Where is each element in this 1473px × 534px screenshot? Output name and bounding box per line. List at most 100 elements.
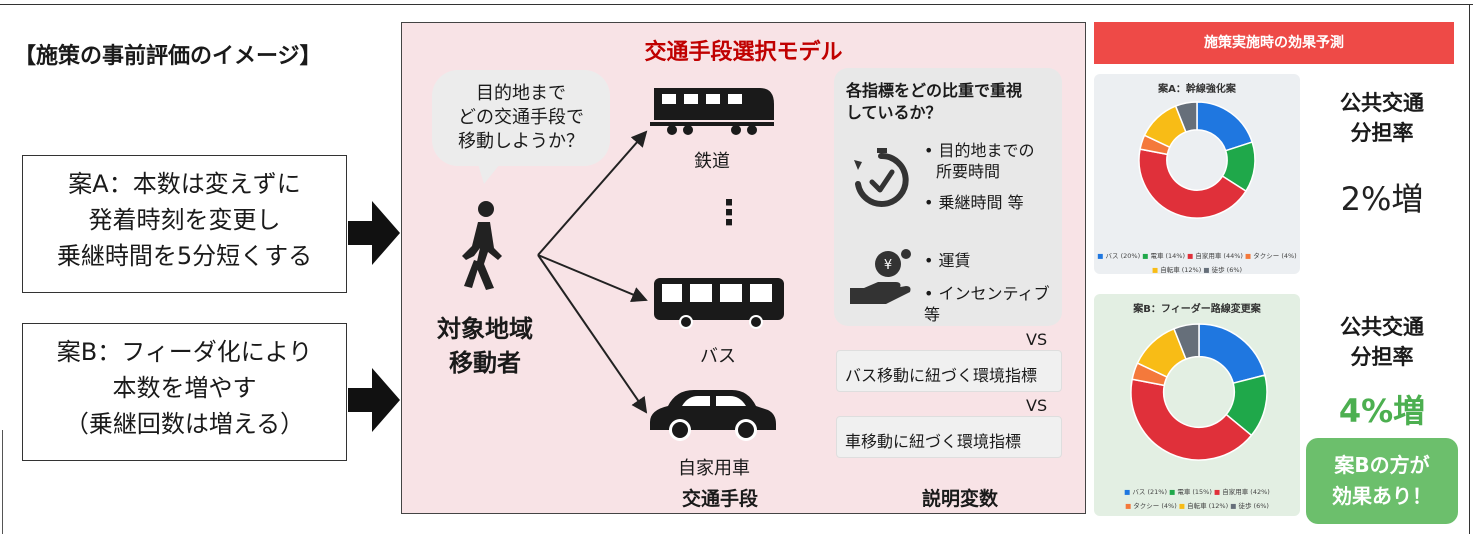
plan-a-share-line-2: 分担率	[1350, 121, 1414, 145]
frame-top-border	[0, 4, 1473, 5]
plan-b-line-2: 本数を増やす	[112, 374, 257, 402]
car-icon	[650, 390, 776, 441]
page-title: 【施策の事前評価のイメージ】	[14, 44, 322, 69]
plan-a-increase: 2%増	[1340, 180, 1424, 218]
plan-b-box: 案B：フィーダ化により 本数を増やす （乗継回数は増える）	[22, 323, 347, 461]
legend-a-1: ■ 電車 (14%)	[1142, 252, 1186, 260]
weights-heading-line-1: 各指標をどの比重で重視	[846, 81, 1023, 100]
legend-b-3-text: タクシー (4%)	[1133, 502, 1177, 510]
question-line-2: どの交通手段で	[458, 107, 584, 128]
plan-a-chart-card: 案A：幹線強化案 ■ バス (20%) ■ 電車 (14%) ■ 自家用車 (4…	[1094, 74, 1300, 274]
plan-b-line-1: 案B：フィーダ化により	[56, 338, 313, 366]
plan-a-line-2: 発着時刻を変更し	[88, 206, 281, 234]
vs-label-2: VS	[1026, 396, 1048, 415]
plan-b-arrow-icon	[348, 368, 400, 432]
plan-b-share-line-2: 分担率	[1350, 345, 1414, 369]
verdict-line-2: 効果あり！	[1332, 484, 1432, 508]
plan-b-donut-chart	[1130, 323, 1268, 461]
legend-a-1-text: 電車 (14%)	[1150, 252, 1186, 260]
time-item-1-text: 目的地までの	[938, 141, 1035, 160]
svg-text:¥: ¥	[884, 258, 892, 273]
model-title: 交通手段選択モデル	[644, 40, 843, 65]
cost-items: • 運賃 • インセンティブ 等	[924, 250, 1054, 325]
question-line-3: 移動しようか？	[458, 131, 584, 152]
verdict-badge: 案Bの方が 効果あり！	[1306, 438, 1458, 524]
plan-b-share-line-1: 公共交通	[1340, 315, 1424, 339]
legend-a-5-text: 徒歩 (6%)	[1211, 266, 1243, 274]
time-item-2-text: 乗継時間 等	[938, 193, 1024, 212]
env-bus-box: バス移動に紐づく環境指標	[836, 350, 1062, 392]
verdict-line-1: 案Bの方が	[1334, 453, 1430, 477]
legend-b-2-text: 自家用車 (42%)	[1222, 488, 1270, 496]
cost-item-1: • 運賃	[924, 251, 971, 270]
train-icon	[650, 88, 774, 135]
legend-b-4-text: 自転車 (12%)	[1187, 502, 1229, 510]
bubble-tail	[478, 164, 500, 184]
question-line-1: 目的地まで	[476, 83, 566, 104]
time-item-1: • 目的地までの	[924, 141, 1035, 160]
legend-a-4: ■ 自転車 (12%)	[1151, 266, 1202, 274]
donut-slice-自家用車	[1130, 378, 1253, 461]
plan-a-line-3: 乗継時間を5分短くする	[56, 242, 313, 270]
vs-label-1: VS	[1026, 330, 1048, 349]
walking-person-icon	[462, 201, 502, 290]
legend-a-2: ■ 自家用車 (44%)	[1187, 252, 1243, 260]
plan-a-share-label: 公共交通 分担率	[1312, 88, 1452, 148]
mover-line-1: 対象地域	[437, 315, 533, 343]
weights-panel	[834, 68, 1062, 326]
legend-b-5: ■ 徒歩 (6%)	[1230, 502, 1269, 510]
mover-line-2: 移動者	[449, 349, 521, 377]
legend-a-4-text: 自転車 (12%)	[1160, 266, 1202, 274]
frame-left-border	[2, 430, 3, 534]
legend-b-1: ■ 電車 (15%)	[1169, 488, 1212, 496]
weights-heading-line-2: しているか？	[846, 103, 942, 122]
donut-slice-バス	[1198, 323, 1266, 385]
plan-b-share-label: 公共交通 分担率	[1312, 312, 1452, 372]
plan-b-increase: 4%増	[1338, 392, 1426, 430]
plan-a-share-line-1: 公共交通	[1340, 91, 1424, 115]
mode-ellipsis: ⋮	[712, 193, 746, 233]
mode-bus-label: バス	[700, 346, 736, 367]
legend-b-4: ■ 自転車 (12%)	[1178, 502, 1229, 510]
plan-a-donut-chart	[1138, 101, 1256, 219]
legend-b-0: ■ バス (21%)	[1124, 488, 1167, 496]
donut-slice-徒歩	[1172, 323, 1200, 361]
branch-arrows	[537, 130, 648, 414]
frame-right-border	[1469, 4, 1470, 534]
mode-train-label: 鉄道	[694, 151, 730, 172]
legend-a-3: ■ タクシー (4%)	[1245, 252, 1297, 260]
legend-a-5: ■ 徒歩 (6%)	[1203, 266, 1243, 274]
legend-a-0: ■ バス (20%)	[1097, 252, 1141, 260]
legend-b-5-text: 徒歩 (6%)	[1238, 502, 1269, 510]
donut-slice-自家用車	[1138, 148, 1248, 219]
legend-a-0-text: バス (20%)	[1105, 252, 1141, 260]
time-item-2: • 乗継時間 等	[924, 193, 1024, 212]
bus-icon	[654, 278, 784, 329]
plan-b-chart-title: 案B：フィーダー路線変更案	[1133, 304, 1261, 315]
mover-label: 対象地域 移動者	[420, 312, 550, 380]
cost-item-2-text: インセンティブ 等	[924, 284, 1050, 324]
donut-slice-徒歩	[1174, 101, 1198, 133]
plan-a-line-1: 案A：本数は変えずに	[68, 170, 301, 198]
plan-a-box: 案A：本数は変えずに 発着時刻を変更し 乗継時間を5分短くする	[22, 155, 347, 293]
plan-b-legend-row-2: ■ タクシー (4%) ■ 自転車 (12%) ■ 徒歩 (6%)	[1094, 500, 1300, 510]
question-bubble: 目的地まで どの交通手段で 移動しようか？	[432, 70, 610, 166]
prediction-header: 施策実施時の効果予測	[1094, 22, 1454, 64]
legend-b-0-text: バス (21%)	[1132, 488, 1167, 496]
footer-modes-label: 交通手段	[681, 488, 758, 510]
plan-a-arrow-icon	[348, 201, 400, 265]
legend-b-2: ■ 自家用車 (42%)	[1213, 488, 1270, 496]
legend-b-1-text: 電車 (15%)	[1177, 488, 1212, 496]
footer-vars-label: 説明変数	[921, 488, 998, 510]
cost-item-2: • インセンティブ 等	[924, 284, 1050, 324]
time-item-1-cont: 所要時間	[936, 162, 1001, 181]
plan-a-legend-row-1: ■ バス (20%) ■ 電車 (14%) ■ 自家用車 (44%) ■ タクシ…	[1094, 250, 1300, 260]
plan-a-legend-row-2: ■ 自転車 (12%) ■ 徒歩 (6%)	[1094, 264, 1300, 274]
plan-a-chart-title: 案A：幹線強化案	[1158, 84, 1236, 95]
weights-heading: 各指標をどの比重で重視 しているか？	[846, 80, 1056, 124]
stopwatch-icon	[854, 148, 909, 207]
coin-hand-icon: ¥	[850, 249, 911, 304]
plan-b-chart-card: 案B：フィーダー路線変更案 ■ バス (21%) ■ 電車 (15%) ■ 自家…	[1094, 294, 1300, 516]
legend-b-3: ■ タクシー (4%)	[1125, 502, 1177, 510]
plan-b-legend-row-1: ■ バス (21%) ■ 電車 (15%) ■ 自家用車 (42%)	[1094, 486, 1300, 496]
